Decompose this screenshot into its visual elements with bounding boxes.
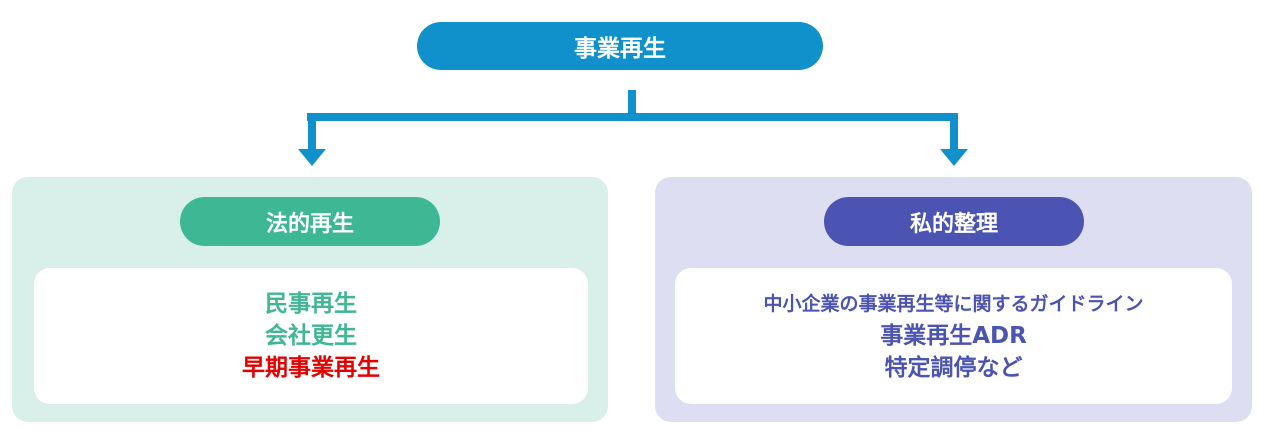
legal-heading: 法的再生 — [180, 197, 440, 246]
legal-item-highlight: 早期事業再生 — [242, 355, 380, 381]
arrow-right-icon — [940, 149, 968, 166]
private-heading: 私的整理 — [824, 197, 1084, 246]
legal-list: 民事再生 会社更生 早期事業再生 — [34, 268, 588, 404]
connector-arrows — [298, 90, 968, 166]
private-item: 中小企業の事業再生等に関するガイドライン — [763, 293, 1144, 315]
legal-item: 民事再生 — [265, 291, 357, 317]
arrow-left-icon — [298, 149, 326, 166]
top-node: 事業再生 — [417, 22, 823, 70]
private-item: 特定調停など — [884, 355, 1023, 381]
legal-item: 会社更生 — [265, 323, 357, 349]
private-item: 事業再生ADR — [880, 323, 1027, 349]
private-list: 中小企業の事業再生等に関するガイドライン 事業再生ADR 特定調停など — [675, 268, 1232, 404]
